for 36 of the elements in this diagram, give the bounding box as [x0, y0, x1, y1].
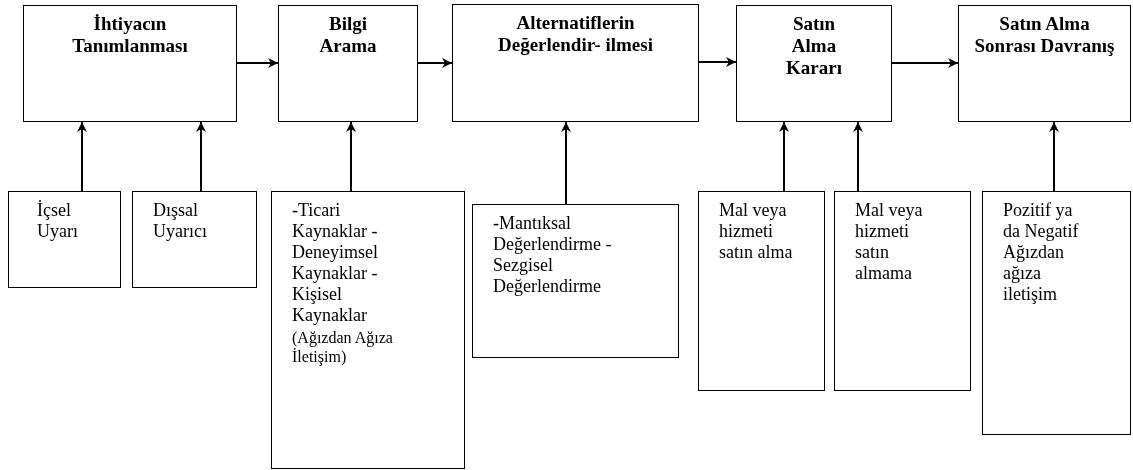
input-box [698, 191, 825, 391]
input-box [982, 191, 1131, 435]
arrow [77, 121, 87, 192]
input-text: -Ticari Kaynaklar -Deneyimsel Kaynaklar -Kişisel Kaynaklar [292, 200, 379, 326]
input-text: -Mantıksal Değerlendirme -Sezgisel Değerlendirme [493, 213, 613, 297]
input-box [271, 191, 465, 469]
stage-box [278, 5, 418, 122]
input-box [472, 204, 679, 358]
arrow [561, 121, 571, 205]
input-text: (Ağızdan Ağıza İletişim) [292, 328, 394, 366]
stage-box [23, 5, 237, 122]
arrow [196, 121, 206, 192]
input-text: İçsel Uyarı [37, 200, 79, 242]
input-text: Mal veya hizmeti satın alma [719, 200, 794, 263]
arrow [853, 121, 863, 192]
input-text: Mal veya hizmeti satın almama [855, 200, 924, 284]
arrow [698, 57, 737, 67]
stage-title: Bilgi Arama [318, 13, 378, 57]
arrow [236, 58, 279, 68]
input-box [8, 191, 121, 288]
input-box [132, 191, 257, 288]
input-text: Dışsal Uyarıcı [153, 200, 208, 242]
stage-box [452, 4, 699, 122]
arrow [779, 121, 789, 192]
stage-title: Satın Alma Sonrası Davranış [973, 13, 1116, 57]
arrow [891, 58, 959, 68]
arrow [417, 58, 453, 68]
stage-box [736, 5, 892, 122]
stage-title: Alternatiflerin Değerlendir- ilmesi [497, 12, 654, 56]
stage-box [958, 5, 1131, 122]
input-text: Pozitif ya da Negatif Ağızdan ağıza iletişim [1003, 200, 1080, 305]
arrow [346, 121, 356, 192]
stage-title: İhtiyacın Tanımlanması [71, 13, 189, 57]
stage-title: Satın Alma Kararı [785, 13, 843, 79]
arrow [1049, 121, 1059, 192]
input-box [834, 191, 971, 391]
